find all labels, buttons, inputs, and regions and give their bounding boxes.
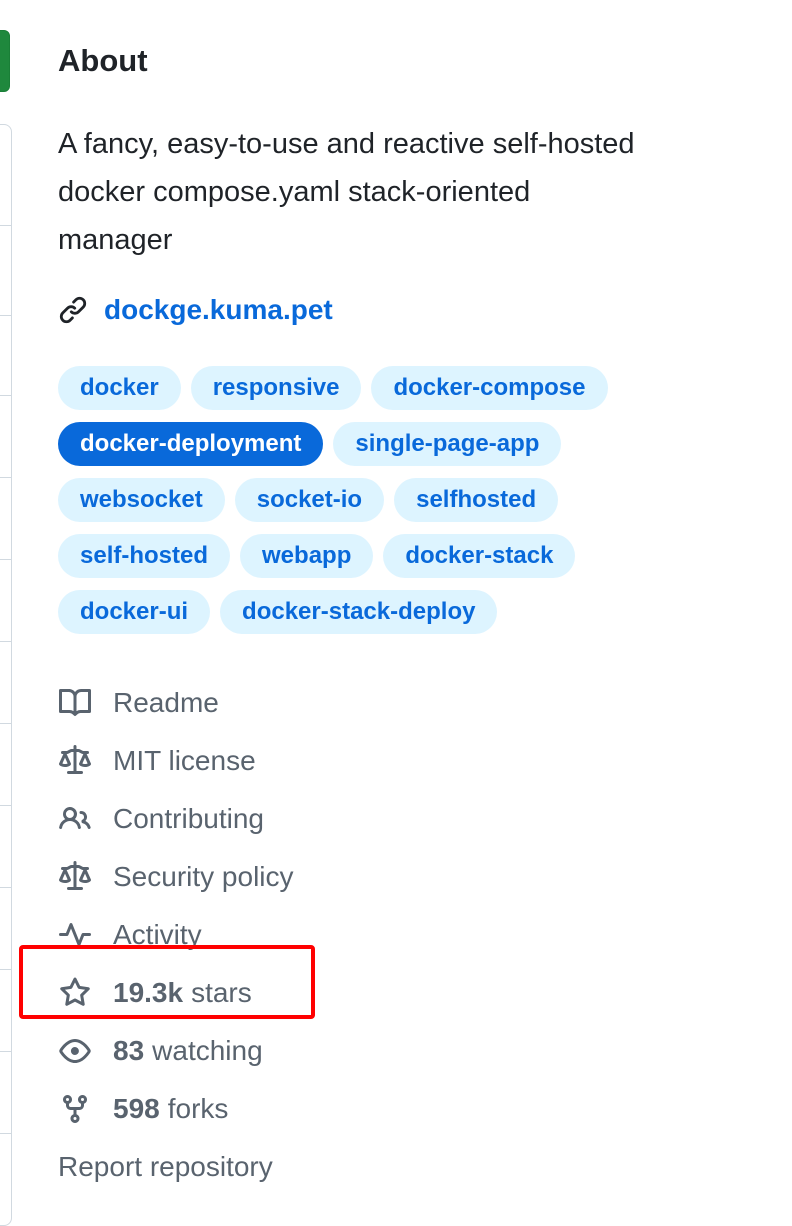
people-icon (58, 802, 92, 836)
topic-single-page-app[interactable]: single-page-app (333, 422, 562, 466)
topic-responsive[interactable]: responsive (190, 366, 362, 410)
topic-docker-compose[interactable]: docker-compose (371, 366, 608, 410)
watching-link[interactable]: 83 watching (58, 1022, 658, 1080)
topic-docker-stack[interactable]: docker-stack (383, 534, 576, 578)
stars-count: 19.3k (113, 977, 184, 1008)
topic-websocket[interactable]: websocket (58, 478, 225, 522)
about-sidebar: About A fancy, easy-to-use and reactive … (58, 40, 758, 1182)
star-icon (58, 976, 92, 1010)
homepage-link[interactable]: dockge.kuma.pet (104, 294, 333, 325)
forks-label: forks (167, 1093, 229, 1124)
topic-webapp[interactable]: webapp (240, 534, 374, 578)
link-icon (58, 295, 88, 325)
homepage-link-row: dockge.kuma.pet (58, 294, 333, 326)
license-label: MIT license (113, 745, 256, 776)
eye-icon (58, 1034, 92, 1068)
code-button-edge[interactable] (0, 30, 10, 92)
book-icon (58, 686, 92, 720)
watching-count: 83 (113, 1035, 145, 1066)
topic-socket-io[interactable]: socket-io (234, 478, 385, 522)
topics-list: docker responsive docker-compose docker-… (58, 366, 638, 634)
readme-link[interactable]: Readme (58, 674, 658, 732)
topic-docker-stack-deploy[interactable]: docker-stack-deploy (220, 590, 498, 634)
watching-label: watching (152, 1035, 263, 1066)
stars-label: stars (191, 977, 252, 1008)
topic-selfhosted[interactable]: selfhosted (394, 478, 559, 522)
law-icon (58, 744, 92, 778)
activity-label: Activity (113, 919, 202, 950)
stars-link[interactable]: 19.3k stars (58, 964, 658, 1022)
repo-description: A fancy, easy-to-use and reactive self-h… (58, 128, 635, 256)
repo-forked-icon (58, 1092, 92, 1126)
topic-docker-deployment[interactable]: docker-deployment (58, 422, 324, 466)
security-policy-link[interactable]: Security policy (58, 848, 658, 906)
topic-docker[interactable]: docker (58, 366, 181, 410)
repo-meta-list: Readme MIT license Contributing Security… (58, 674, 658, 1196)
law-icon (58, 860, 92, 894)
security-policy-label: Security policy (113, 861, 294, 892)
pulse-icon (58, 918, 92, 952)
about-heading: About (58, 43, 148, 78)
license-link[interactable]: MIT license (58, 732, 658, 790)
contributing-label: Contributing (113, 803, 264, 834)
forks-link[interactable]: 598 forks (58, 1080, 658, 1138)
file-list-panel-edge (0, 124, 12, 1226)
topic-docker-ui[interactable]: docker-ui (58, 590, 211, 634)
contributing-link[interactable]: Contributing (58, 790, 658, 848)
topic-self-hosted[interactable]: self-hosted (58, 534, 231, 578)
forks-count: 598 (113, 1093, 160, 1124)
activity-link[interactable]: Activity (58, 906, 658, 964)
report-repository-link[interactable]: Report repository (58, 1151, 273, 1182)
readme-label: Readme (113, 687, 219, 718)
